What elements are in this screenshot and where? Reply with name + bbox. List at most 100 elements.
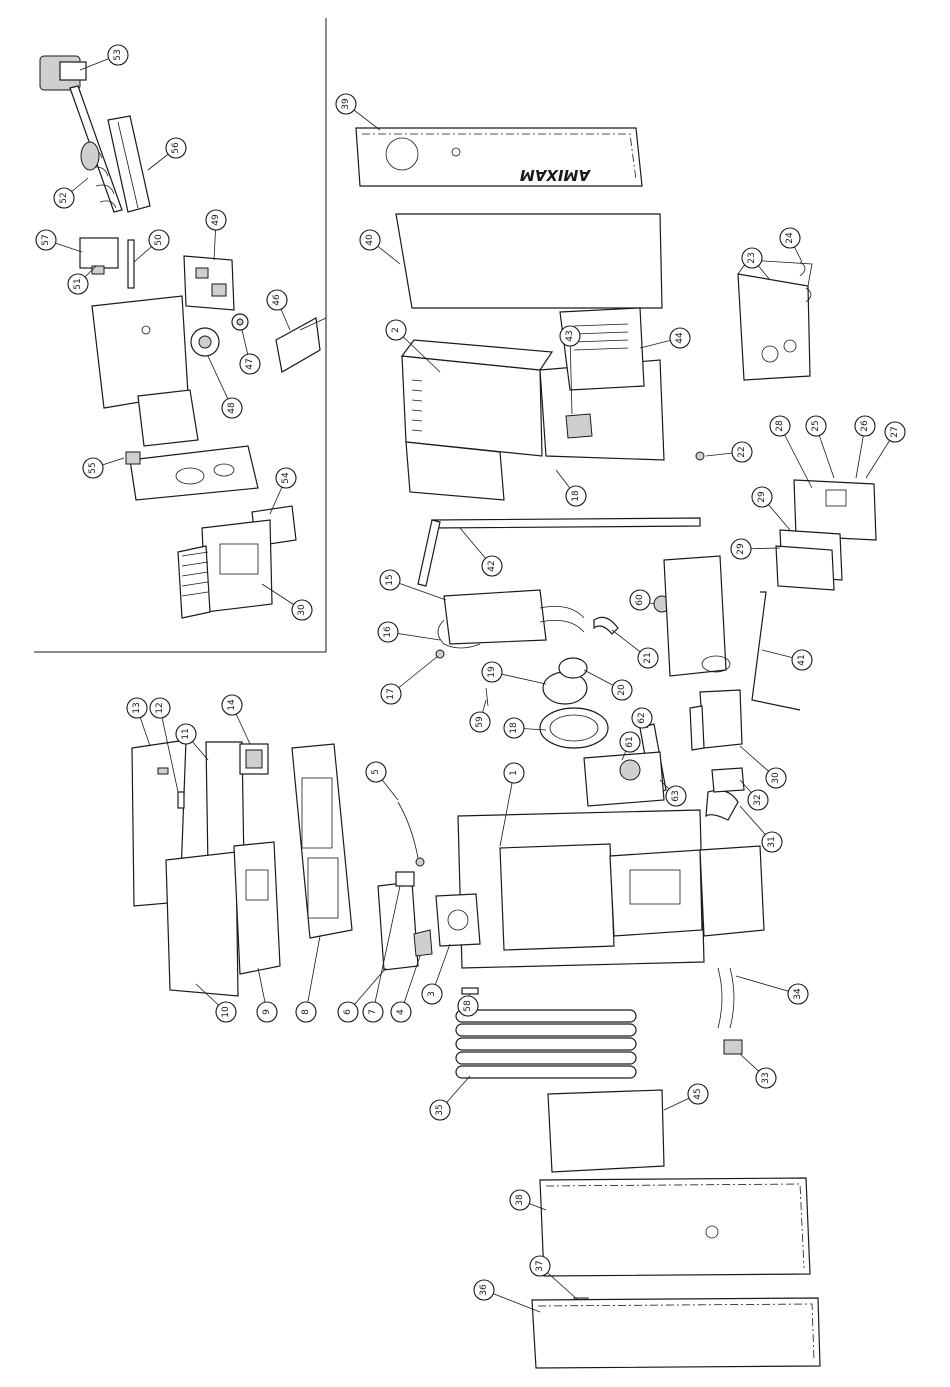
callout-62: 62 — [632, 708, 652, 728]
callout-number-18a: 18 — [571, 490, 581, 502]
callout-number-55: 55 — [88, 462, 98, 473]
callout-number-3: 3 — [427, 991, 437, 997]
callout-number-33: 33 — [761, 1072, 771, 1083]
feeder-bracket-57 — [80, 238, 118, 274]
callout-number-7: 7 — [368, 1009, 378, 1015]
side-panel-38 — [540, 1178, 810, 1276]
callout-number-53: 53 — [113, 49, 123, 60]
callout-number-52: 52 — [59, 192, 69, 203]
ash-drawer-plate-28 — [794, 480, 876, 540]
callout-30b: 30 — [740, 746, 786, 788]
callout-56: 56 — [148, 138, 186, 170]
door-8 — [292, 744, 352, 938]
callout-36: 36 — [474, 1280, 540, 1312]
callout-number-28: 28 — [775, 420, 785, 432]
callout-number-46: 46 — [272, 294, 282, 306]
cap-20 — [559, 658, 587, 678]
side-panel-36 — [532, 1298, 820, 1368]
display-14 — [240, 744, 268, 774]
callout-number-59: 59 — [475, 716, 485, 728]
callout-number-41: 41 — [797, 654, 807, 665]
callout-number-21: 21 — [643, 652, 653, 663]
callout-number-45: 45 — [693, 1088, 703, 1099]
callout-22: 22 — [706, 442, 752, 462]
callout-number-39: 39 — [341, 98, 351, 110]
callout-42: 42 — [460, 528, 502, 576]
screw-22 — [696, 452, 704, 460]
callout-number-29b: 29 — [736, 543, 746, 555]
door-frame-9 — [234, 842, 280, 974]
callout-45: 45 — [664, 1084, 708, 1110]
callout-40: 40 — [360, 230, 400, 264]
bracket-43 — [566, 414, 592, 438]
callout-number-6: 6 — [343, 1009, 353, 1015]
callout-8: 8 — [296, 936, 320, 1022]
side-panel-39: AMIXAM — [356, 128, 642, 186]
callout-number-9: 9 — [262, 1009, 272, 1015]
main-body-1 — [458, 810, 764, 968]
callout-39: 39 — [336, 94, 380, 130]
plate-29 — [776, 530, 842, 590]
callout-number-42: 42 — [487, 560, 497, 571]
callout-number-10: 10 — [221, 1006, 231, 1018]
callout-number-37: 37 — [535, 1260, 545, 1271]
callout-number-44: 44 — [675, 332, 685, 344]
callout-number-14: 14 — [227, 699, 237, 711]
callout-50: 50 — [134, 230, 169, 262]
callout-18a: 18 — [556, 470, 586, 506]
callout-number-58: 58 — [463, 1000, 473, 1012]
callout-number-47: 47 — [245, 358, 255, 369]
callout-34: 34 — [736, 976, 808, 1004]
callout-number-5: 5 — [371, 769, 381, 775]
callout-31: 31 — [740, 806, 782, 852]
control-board-49 — [184, 256, 234, 310]
feeder-motor-53 — [40, 56, 86, 90]
callout-9: 9 — [257, 968, 277, 1022]
callout-number-22: 22 — [737, 446, 747, 457]
callout-number-16: 16 — [383, 626, 393, 638]
wire-5 — [398, 802, 424, 866]
valve-61 — [584, 752, 664, 806]
callout-52: 52 — [54, 178, 88, 208]
callout-47: 47 — [240, 330, 260, 374]
callout-21: 21 — [612, 630, 658, 668]
callout-number-54: 54 — [281, 472, 291, 484]
callout-number-4: 4 — [396, 1009, 406, 1015]
callout-number-24: 24 — [785, 232, 795, 244]
callout-number-49: 49 — [211, 214, 221, 226]
callout-14: 14 — [222, 695, 250, 744]
vent-panel-44 — [560, 308, 644, 390]
fan-4 — [414, 930, 432, 956]
callout-number-30a: 30 — [297, 604, 307, 616]
callout-number-29a: 29 — [757, 491, 767, 503]
connector-33 — [724, 1040, 742, 1054]
fan-housing-3 — [436, 894, 480, 946]
callout-number-8: 8 — [301, 1009, 311, 1015]
callout-48: 48 — [208, 356, 242, 418]
callout-46: 46 — [267, 290, 290, 330]
callout-number-32: 32 — [753, 794, 763, 805]
callout-29a: 29 — [752, 487, 790, 530]
burner-pot-15 — [444, 590, 584, 644]
bracket-7 — [396, 872, 414, 886]
fan-48 — [191, 328, 219, 356]
panel-45 — [548, 1090, 664, 1172]
callout-29b: 29 — [731, 539, 780, 559]
callout-number-25: 25 — [811, 420, 821, 431]
callout-number-50: 50 — [154, 234, 164, 246]
callout-number-30b: 30 — [771, 772, 781, 784]
callout-number-57: 57 — [41, 234, 51, 245]
callout-number-19: 19 — [487, 666, 497, 678]
callout-24: 24 — [780, 228, 802, 262]
callout-32: 32 — [740, 780, 768, 810]
callout-25: 25 — [806, 416, 834, 478]
callout-number-31: 31 — [767, 836, 777, 847]
leader-line-8 — [306, 936, 320, 1012]
callout-number-12: 12 — [155, 702, 165, 713]
callout-20: 20 — [584, 670, 632, 700]
callout-number-2: 2 — [391, 327, 401, 333]
callout-16: 16 — [378, 622, 440, 642]
callout-number-13: 13 — [132, 702, 142, 713]
bracket-32 — [712, 768, 744, 792]
